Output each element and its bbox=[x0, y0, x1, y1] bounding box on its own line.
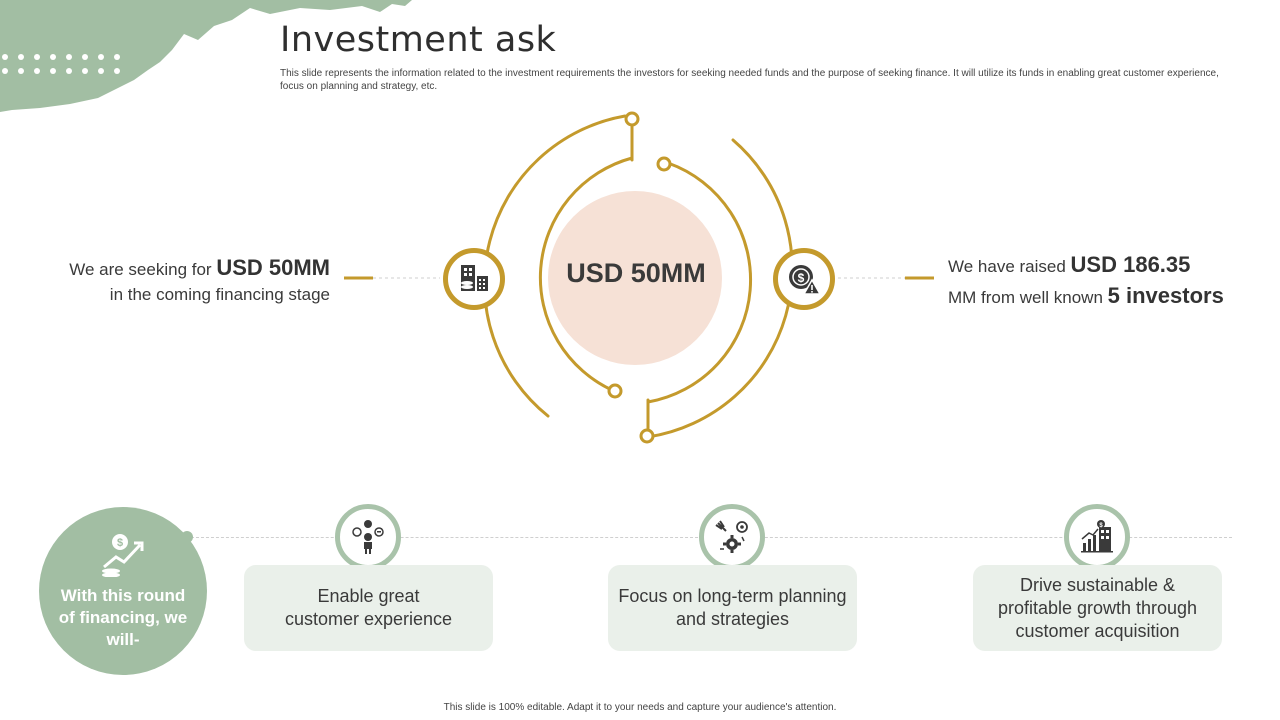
card-sustainable-growth: Drive sustainable &profitable growth thr… bbox=[973, 565, 1222, 651]
growth-chart-icon: $ bbox=[1081, 520, 1113, 553]
footer-note: This slide is 100% editable. Adapt it to… bbox=[443, 702, 837, 713]
decorative-dots bbox=[2, 54, 122, 80]
card-1-line-1: Enable great bbox=[317, 586, 420, 606]
raised-statement: We have raised USD 186.35 MM from well k… bbox=[948, 250, 1268, 312]
customer-rating-icon bbox=[352, 520, 384, 554]
decorative-blob bbox=[0, 0, 412, 112]
center-amount: USD 50MM bbox=[566, 258, 706, 288]
card-3-line-3: customer acquisition bbox=[1015, 620, 1180, 641]
raised-prefix: We have raised bbox=[948, 257, 1071, 276]
card-3-icon-circle: $ bbox=[1064, 504, 1130, 570]
page-subtitle: This slide represents the information re… bbox=[280, 68, 1219, 92]
building-finance-icon bbox=[461, 265, 488, 291]
intro-text: With this round of financing, we will- bbox=[58, 586, 188, 649]
svg-text:$: $ bbox=[798, 271, 805, 285]
raised-mid: MM from well known bbox=[948, 288, 1108, 307]
seeking-icon-circle bbox=[443, 248, 505, 310]
card-2-line-2: and strategies bbox=[675, 609, 790, 629]
card-2-icon-circle bbox=[699, 504, 765, 570]
card-3-line-2: profitable growth through bbox=[997, 597, 1198, 618]
card-3-line-1: Drive sustainable & bbox=[1019, 574, 1176, 595]
card-1-icon-circle bbox=[335, 504, 401, 570]
card-long-term-planning: Focus on long-term planning and strategie… bbox=[608, 565, 857, 651]
svg-text:$: $ bbox=[1099, 523, 1103, 529]
intro-connector-dot bbox=[181, 531, 193, 543]
money-growth-icon: $ bbox=[102, 534, 144, 577]
raised-icon-circle: $ bbox=[773, 248, 835, 310]
investors-count: 5 investors bbox=[1107, 283, 1224, 308]
seeking-amount: USD 50MM bbox=[216, 255, 330, 280]
seeking-prefix: We are seeking for bbox=[69, 260, 217, 279]
strategy-gear-icon bbox=[715, 520, 748, 553]
page-title: Investment ask bbox=[280, 20, 557, 60]
card-2-line-1: Focus on long-term planning bbox=[618, 586, 847, 606]
card-1-line-2: customer experience bbox=[284, 609, 453, 629]
dollar-risk-icon: $ bbox=[789, 265, 821, 295]
card-customer-experience: Enable great customer experience bbox=[244, 565, 493, 651]
raised-amount: USD 186.35 bbox=[1070, 252, 1191, 277]
seeking-suffix: in the coming financing stage bbox=[109, 285, 330, 304]
seeking-statement: We are seeking for USD 50MM in the comin… bbox=[0, 255, 330, 307]
intro-circle: $ With this round of financing, we will- bbox=[39, 507, 207, 675]
svg-text:$: $ bbox=[117, 537, 123, 549]
